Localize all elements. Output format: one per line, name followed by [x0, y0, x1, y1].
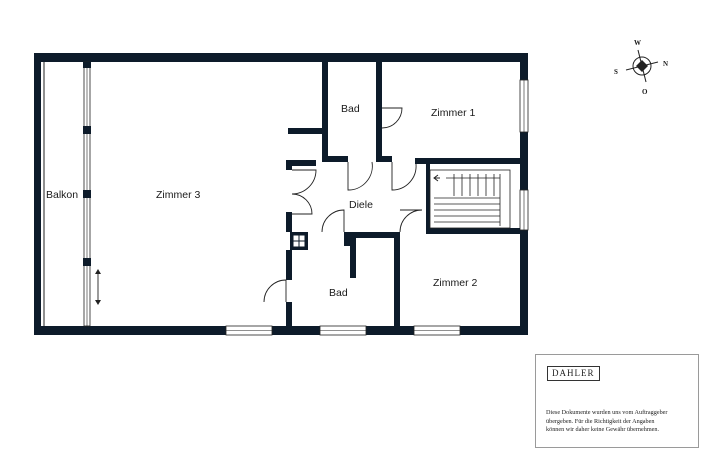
disclaimer-box: DAHLER Diese Dokumente wurden uns vom Au… — [535, 354, 699, 448]
brand-logo: DAHLER — [547, 366, 600, 381]
door-swings — [263, 107, 423, 303]
room-label-bad-bottom: Bad — [329, 287, 348, 299]
compass-east: O — [642, 88, 648, 96]
compass-rose: W S N O — [614, 39, 668, 96]
compass-south: S — [614, 68, 618, 76]
disclaimer-line-1: Diese Dokumente wurden uns vom Auftragge… — [546, 409, 668, 416]
room-label-balkon: Balkon — [46, 189, 78, 201]
staircase — [429, 169, 511, 229]
vent-squares — [293, 235, 305, 247]
disclaimer-line-3: können wir daher keine Gewähr übernehmen… — [546, 426, 660, 434]
stair-direction-arrow — [433, 174, 440, 182]
room-label-bad-top: Bad — [341, 103, 360, 115]
room-label-zimmer-3: Zimmer 3 — [156, 189, 200, 201]
compass-west: W — [634, 39, 641, 47]
disclaimer-text: Diese Dokumente wurden uns vom Auftragge… — [546, 409, 694, 435]
interior-walls — [286, 62, 525, 328]
disclaimer-line-2: übergeben. Für die Richtigkeit der Angab… — [546, 417, 655, 425]
windows — [225, 79, 529, 336]
room-label-zimmer-2: Zimmer 2 — [433, 277, 477, 289]
compass-north: N — [663, 60, 668, 68]
balcony-door-wall — [83, 61, 101, 327]
room-label-diele: Diele — [349, 199, 373, 211]
room-label-zimmer-1: Zimmer 1 — [431, 107, 475, 119]
